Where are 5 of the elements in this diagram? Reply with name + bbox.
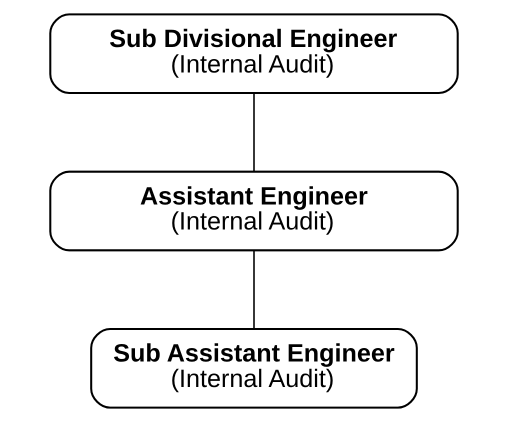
node-box: Sub Assistant Engineer (Internal Audit): [90, 328, 418, 409]
connector: [253, 250, 255, 329]
node-box: Sub Divisional Engineer (Internal Audit): [49, 13, 459, 94]
node-box: Assistant Engineer (Internal Audit): [49, 170, 459, 252]
connector: [253, 93, 255, 172]
